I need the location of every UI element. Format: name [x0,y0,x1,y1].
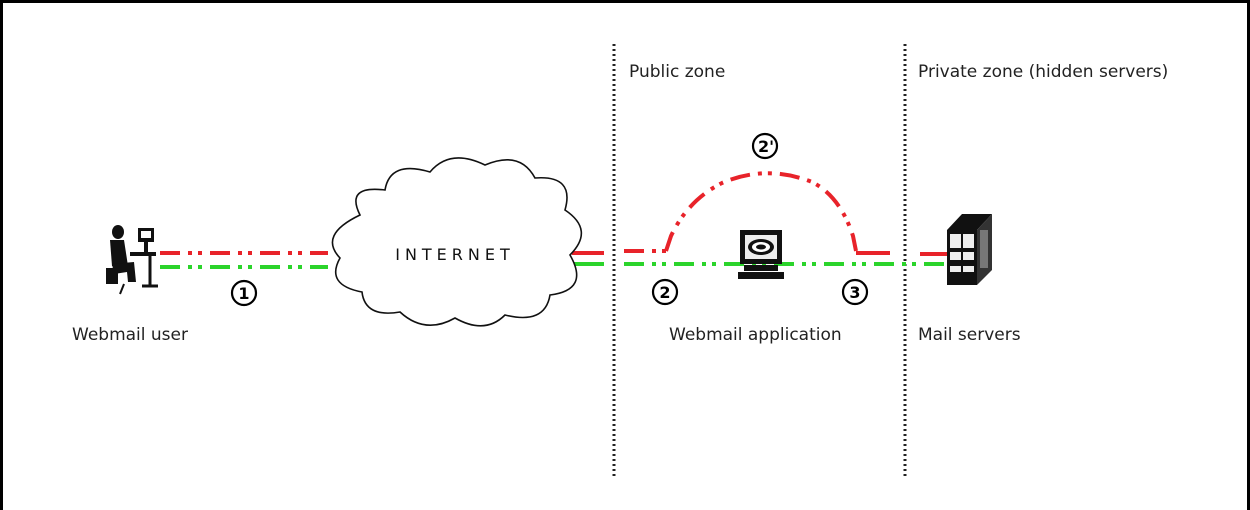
private-zone-label: Private zone (hidden servers) [918,62,1169,82]
webmail-user-label: Webmail user [72,325,188,345]
response-path [160,262,950,269]
webmail-application-label: Webmail application [669,325,842,345]
svg-text:1: 1 [238,284,249,303]
public-zone-label: Public zone [629,62,726,82]
svg-text:2': 2' [758,137,774,156]
marker-3: 3 [841,278,869,306]
server-rack-icon [947,214,992,285]
marker-2-prime: 2' [751,132,779,160]
svg-text:2: 2 [659,283,670,302]
cloud-icon: INTERNET [331,157,583,327]
mail-servers-label: Mail servers [918,325,1021,345]
person-at-computer-icon [106,225,158,295]
marker-2: 2 [651,278,679,306]
internet-label: INTERNET [395,245,515,264]
computer-terminal-icon [738,230,784,279]
request-path [160,171,947,256]
svg-text:3: 3 [849,283,860,302]
marker-1: 1 [230,279,258,307]
